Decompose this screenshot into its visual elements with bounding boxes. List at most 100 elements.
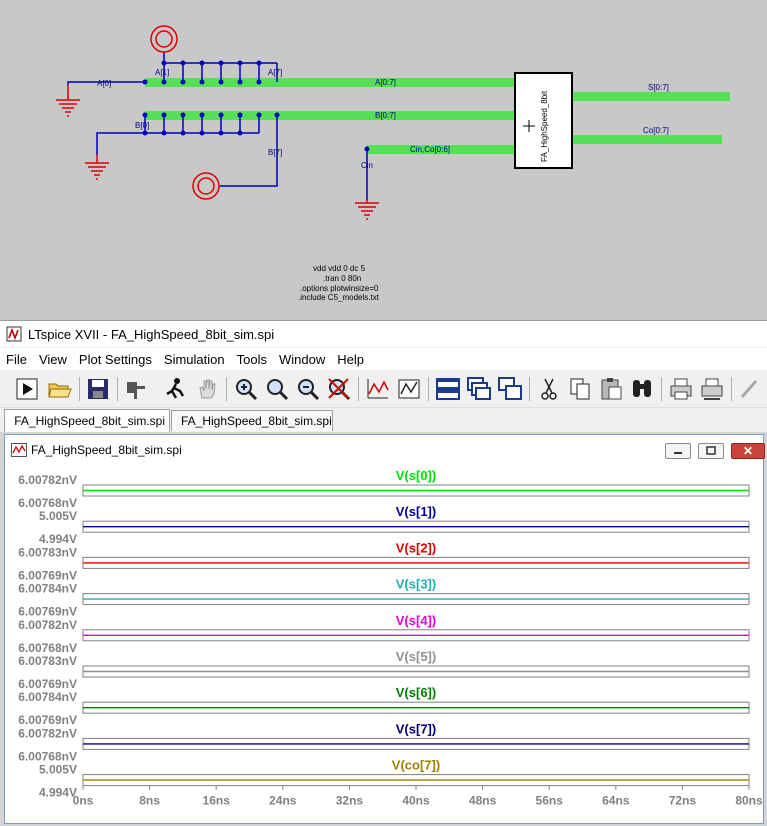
open-icon[interactable] <box>46 376 72 402</box>
bus-s-out[interactable] <box>572 92 730 101</box>
menu-tools[interactable]: Tools <box>236 351 267 367</box>
trace-label-3[interactable]: V(s[3]) <box>396 577 436 592</box>
zoom-fit-icon[interactable] <box>264 376 290 402</box>
label-co-out: Co[0:7] <box>643 126 669 135</box>
tab-netlist-label: FA_HighSpeed_8bit_sim.spi <box>181 414 332 428</box>
autorange-icon[interactable] <box>365 376 391 402</box>
trace-label-6[interactable]: V(s[6]) <box>396 685 436 700</box>
directive-tran[interactable]: .tran 0 80n <box>323 274 361 283</box>
zoom-area-icon[interactable] <box>233 376 259 402</box>
x-tick-label-7: 56ns <box>536 794 564 808</box>
plot-window-titlebar[interactable]: FA_HighSpeed_8bit_sim.spi ✕ <box>5 435 765 465</box>
x-tick-label-10: 80ns <box>735 794 763 808</box>
document-tabs: FA_HighSpeed_8bit_sim.spi FA_HighSpeed_8… <box>0 408 767 432</box>
paste-icon[interactable] <box>598 376 624 402</box>
x-tick-label-4: 32ns <box>336 794 364 808</box>
control-panel-icon[interactable] <box>123 376 149 402</box>
plot-window-title: FA_HighSpeed_8bit_sim.spi <box>31 443 182 457</box>
run-icon[interactable] <box>14 376 40 402</box>
y-tick-bottom-8: 4.994V <box>39 786 77 800</box>
y-tick-top-1: 5.005V <box>39 509 77 523</box>
save-icon[interactable] <box>85 376 111 402</box>
measure-icon[interactable] <box>396 376 422 402</box>
label-cin-bus: Cin,Co[0:6] <box>410 145 450 154</box>
vdd-icon-a <box>150 25 178 53</box>
bus-b[interactable] <box>145 111 515 120</box>
fa-block[interactable] <box>514 72 573 169</box>
tile-vertical-icon[interactable] <box>497 376 523 402</box>
tile-horizontal-icon[interactable] <box>435 376 461 402</box>
y-tick-top-2: 6.00783nV <box>18 545 77 559</box>
waveform-plot[interactable]: V(s[0]) 6.00782nV 6.00768nV V(s[1]) 5.005V 4.… <box>5 435 763 823</box>
menu-bar: File View Plot Settings Simulation Tools… <box>0 348 767 370</box>
find-icon[interactable] <box>629 376 655 402</box>
directive-include[interactable]: .include C5_models.txt <box>298 293 380 302</box>
y-tick-top-3: 6.00784nV <box>18 582 77 596</box>
y-tick-top-4: 6.00782nV <box>18 618 77 632</box>
bus-cin[interactable] <box>367 145 515 154</box>
ground-icon-b <box>85 155 109 180</box>
tab-waveform-label: FA_HighSpeed_8bit_sim.spi <box>14 414 165 428</box>
vdd-icon-b <box>192 172 220 200</box>
fa-block-name: FA_HighSpeed_8bit <box>540 90 549 162</box>
label-a1: A[1] <box>155 68 169 77</box>
pick-visible-traces-icon[interactable] <box>162 376 188 402</box>
y-tick-bottom-4: 6.00768nV <box>18 641 77 655</box>
menu-file[interactable]: File <box>6 351 27 367</box>
label-a7: A[7] <box>268 68 282 77</box>
ground-icon-a <box>56 85 80 117</box>
label-a0: A[0] <box>97 79 111 88</box>
trace-label-8[interactable]: V(co[7]) <box>392 758 440 773</box>
x-tick-label-1: 8ns <box>139 794 160 808</box>
label-cin: Cin <box>361 161 373 170</box>
zoom-cancel-icon[interactable] <box>326 376 352 402</box>
menu-window[interactable]: Window <box>278 351 326 367</box>
app-title: LTspice XVII - FA_HighSpeed_8bit_sim.spi <box>28 326 275 342</box>
close-button[interactable]: ✕ <box>731 443 765 459</box>
cascade-icon[interactable] <box>466 376 492 402</box>
label-b0: B[0] <box>135 121 149 130</box>
pencil-icon[interactable] <box>737 376 763 402</box>
trace-label-7[interactable]: V(s[7]) <box>396 721 436 736</box>
trace-label-4[interactable]: V(s[4]) <box>396 613 436 628</box>
menu-view[interactable]: View <box>38 351 67 367</box>
x-tick-label-0: 0ns <box>73 794 94 808</box>
bus-co-out[interactable] <box>572 135 722 144</box>
minimize-button[interactable] <box>665 443 691 459</box>
bus-a[interactable] <box>145 78 515 87</box>
restore-button[interactable] <box>698 443 724 459</box>
trace-label-0[interactable]: V(s[0]) <box>396 468 436 483</box>
y-tick-top-6: 6.00784nV <box>18 690 77 704</box>
x-tick-label-2: 16ns <box>203 794 231 808</box>
tab-waveform[interactable]: FA_HighSpeed_8bit_sim.spi <box>4 409 170 432</box>
toolbar <box>0 371 767 408</box>
y-tick-bottom-7: 6.00768nV <box>18 749 77 763</box>
menu-plot-settings[interactable]: Plot Settings <box>78 351 152 367</box>
directive-options[interactable]: .options plotwinsize=0 <box>300 284 379 293</box>
x-tick-label-6: 48ns <box>469 794 497 808</box>
schematic-view[interactable]: FA_HighSpeed_8bit A[0] A[0:7] A[1] A[7] … <box>0 0 767 321</box>
y-tick-top-8: 5.005V <box>39 763 77 777</box>
mdi-area: V(s[0]) 6.00782nV 6.00768nV V(s[1]) 5.005V 4.… <box>0 432 767 826</box>
tab-netlist[interactable]: FA_HighSpeed_8bit_sim.spi <box>171 410 333 431</box>
trace-label-2[interactable]: V(s[2]) <box>396 540 436 555</box>
print-icon[interactable] <box>668 376 694 402</box>
menu-help[interactable]: Help <box>337 351 364 367</box>
plot-window[interactable]: V(s[0]) 6.00782nV 6.00768nV V(s[1]) 5.005V 4.… <box>4 434 765 824</box>
ltspice-app-icon <box>6 326 22 342</box>
menu-simulation[interactable]: Simulation <box>163 351 225 367</box>
pan-icon[interactable] <box>194 376 220 402</box>
directive-vdd[interactable]: vdd vdd 0 dc 5 <box>313 264 366 273</box>
y-tick-top-7: 6.00782nV <box>18 726 77 740</box>
trace-label-5[interactable]: V(s[5]) <box>396 649 436 664</box>
y-tick-bottom-2: 6.00769nV <box>18 568 77 582</box>
restore-icon <box>706 446 716 455</box>
copy-icon[interactable] <box>567 376 593 402</box>
zoom-out-icon[interactable] <box>295 376 321 402</box>
print-setup-icon[interactable] <box>699 376 725 402</box>
x-tick-label-3: 24ns <box>269 794 297 808</box>
close-icon: ✕ <box>742 444 754 458</box>
cut-icon[interactable] <box>536 376 562 402</box>
trace-label-1[interactable]: V(s[1]) <box>396 504 436 519</box>
x-tick-label-5: 40ns <box>402 794 430 808</box>
